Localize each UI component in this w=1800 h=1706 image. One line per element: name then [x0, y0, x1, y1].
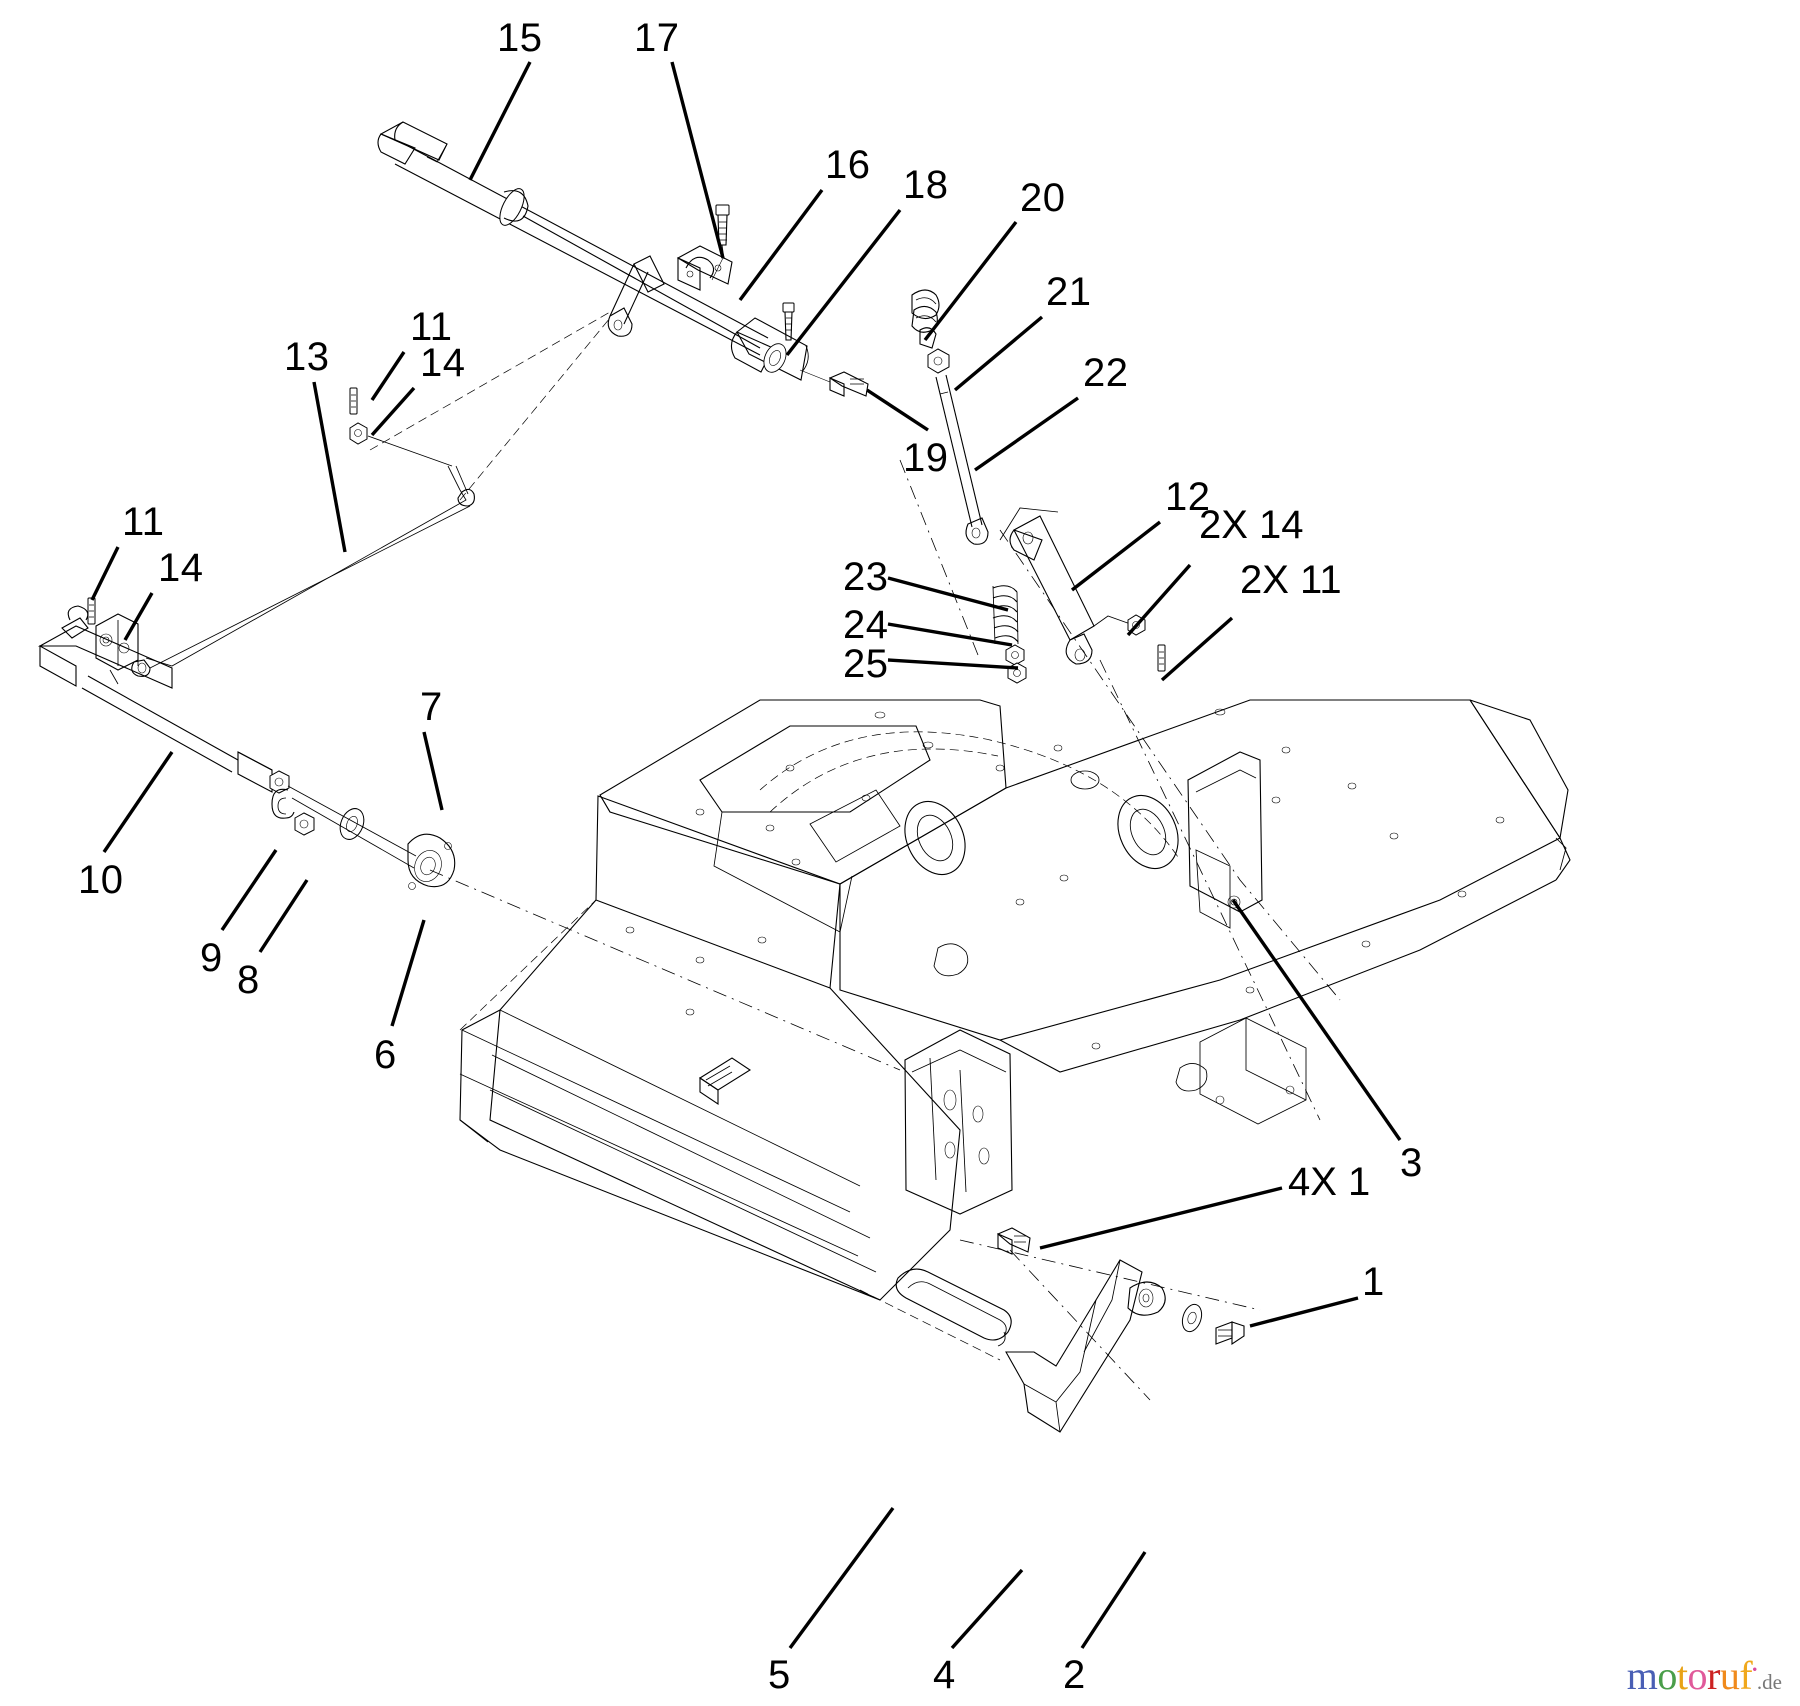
leader-line-18	[785, 208, 902, 357]
lift-arm-12	[999, 507, 1166, 672]
leader-line-12	[1070, 520, 1162, 592]
link-rod-assembly	[911, 289, 989, 545]
watermark-letter-t-2: t	[1676, 1653, 1688, 1698]
leader-line-2	[1080, 1551, 1147, 1649]
leader-line-7	[422, 731, 444, 811]
leader-line-24	[887, 622, 1013, 647]
leader-line-9	[220, 849, 278, 931]
callout-2: 2	[1063, 1653, 1086, 1697]
leader-line-21	[953, 315, 1044, 392]
callout-7: 7	[420, 685, 443, 729]
callout-10: 10	[78, 858, 124, 902]
leader-line-2x-11	[1160, 616, 1234, 682]
callout-1: 1	[1362, 1260, 1385, 1304]
leader-line-15	[468, 61, 532, 181]
left-rod-assembly	[37, 387, 475, 890]
watermark-letter-f-6: f	[1739, 1653, 1753, 1698]
callout-6: 6	[374, 1033, 397, 1077]
leader-line-25	[887, 658, 1019, 670]
bumper-assembly	[895, 1227, 1245, 1433]
watermark-letter-r-4: r	[1707, 1653, 1720, 1698]
callout-9: 9	[200, 936, 223, 980]
callout-3: 3	[1400, 1141, 1423, 1185]
callout-14: 14	[420, 341, 466, 385]
leader-line-6	[390, 919, 426, 1027]
leader-line-22	[974, 396, 1079, 472]
leader-line-23	[887, 576, 1009, 612]
callout-2x-14: 2X 14	[1199, 503, 1304, 547]
callout-19: 19	[903, 436, 949, 480]
callout-13: 13	[284, 335, 330, 379]
callout-22: 22	[1083, 351, 1129, 395]
mower-deck	[369, 311, 1571, 1401]
leader-lines	[90, 61, 1402, 1650]
lift-shaft-assembly	[377, 121, 869, 397]
callout-15: 15	[497, 16, 543, 60]
watermark-letter-m-0: m	[1626, 1653, 1658, 1698]
leader-line-17	[670, 61, 725, 259]
leader-line-11	[370, 351, 406, 401]
motoruf-watermark: motoruf•.de	[1627, 1656, 1782, 1696]
leader-line-13	[312, 381, 347, 553]
leader-line-2x-14	[1126, 563, 1192, 637]
callout-8: 8	[237, 958, 260, 1002]
callout-24: 24	[843, 603, 889, 647]
leader-line-4	[950, 1568, 1024, 1650]
leader-line-14	[123, 592, 154, 641]
callout-12: 12	[1165, 475, 1211, 519]
leader-line-4x-1	[1039, 1186, 1283, 1250]
callout-4: 4	[933, 1653, 956, 1697]
callout-25: 25	[843, 642, 889, 686]
callout-17: 17	[634, 16, 680, 60]
callout-5: 5	[768, 1653, 791, 1697]
callout-16: 16	[825, 143, 871, 187]
callout-20: 20	[1020, 176, 1066, 220]
watermark-letter-o-1: o	[1657, 1653, 1677, 1698]
leader-line-19	[866, 388, 929, 432]
callout-14: 14	[158, 546, 204, 590]
leader-line-11	[90, 546, 120, 601]
callout-23: 23	[843, 555, 889, 599]
leader-line-14	[370, 386, 416, 437]
watermark-letter-o-3: o	[1687, 1653, 1708, 1698]
callout-2x-11: 2X 11	[1240, 558, 1342, 602]
watermark-suffix: .de	[1756, 1670, 1782, 1694]
callout-11: 11	[122, 500, 165, 544]
leader-line-1	[1249, 1296, 1359, 1328]
leader-line-8	[258, 879, 309, 953]
leader-line-20	[923, 220, 1018, 342]
watermark-dot: •	[1752, 1662, 1757, 1679]
callout-4x-1: 4X 1	[1288, 1160, 1371, 1204]
callout-11: 11	[410, 305, 453, 349]
callout-21: 21	[1046, 270, 1092, 314]
leader-line-10	[102, 751, 174, 853]
leader-line-16	[738, 188, 824, 302]
leader-line-5	[788, 1506, 895, 1650]
callout-18: 18	[903, 163, 949, 207]
leader-line-3	[1231, 899, 1402, 1141]
watermark-letter-u-5: u	[1719, 1653, 1740, 1698]
